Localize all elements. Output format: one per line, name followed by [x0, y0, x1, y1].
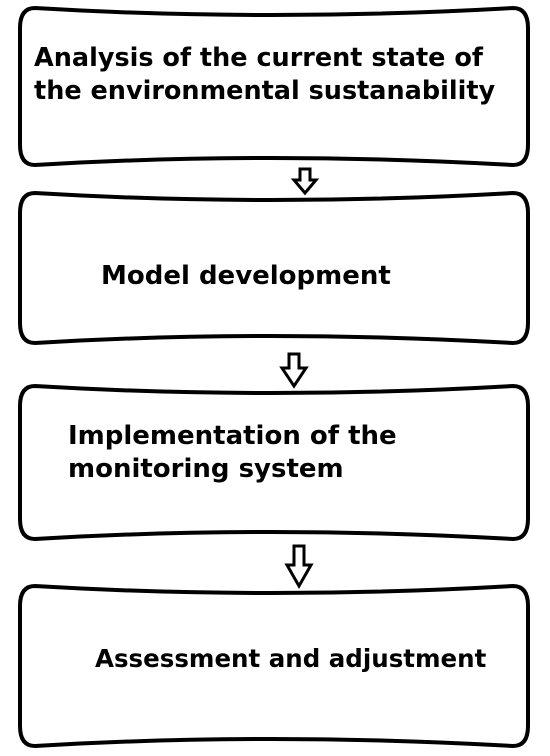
step-1-line-2: the environmental sustanability: [34, 75, 496, 106]
step-4-label: Assessment and adjustment: [95, 643, 486, 674]
down-arrow-icon: [279, 352, 309, 389]
step-box-2: [18, 190, 530, 346]
step-3-line-2: monitoring system: [68, 454, 344, 485]
step-3-label: Implementation of the monitoring system: [68, 420, 397, 487]
step-1-label: Analysis of the current state of the env…: [34, 42, 495, 107]
down-arrow-icon: [290, 167, 320, 196]
down-arrow-icon: [284, 544, 314, 590]
step-box-3: [18, 383, 530, 542]
step-3-line-1: Implementation of the: [68, 421, 397, 451]
step-2-line-1: Model development: [101, 261, 391, 291]
step-box-1: [18, 5, 530, 168]
step-1-line-1: Analysis of the current state of: [34, 43, 483, 73]
step-2-label: Model development: [101, 260, 391, 293]
step-box-4: [18, 583, 530, 749]
step-4-line-1: Assessment and adjustment: [95, 644, 487, 673]
